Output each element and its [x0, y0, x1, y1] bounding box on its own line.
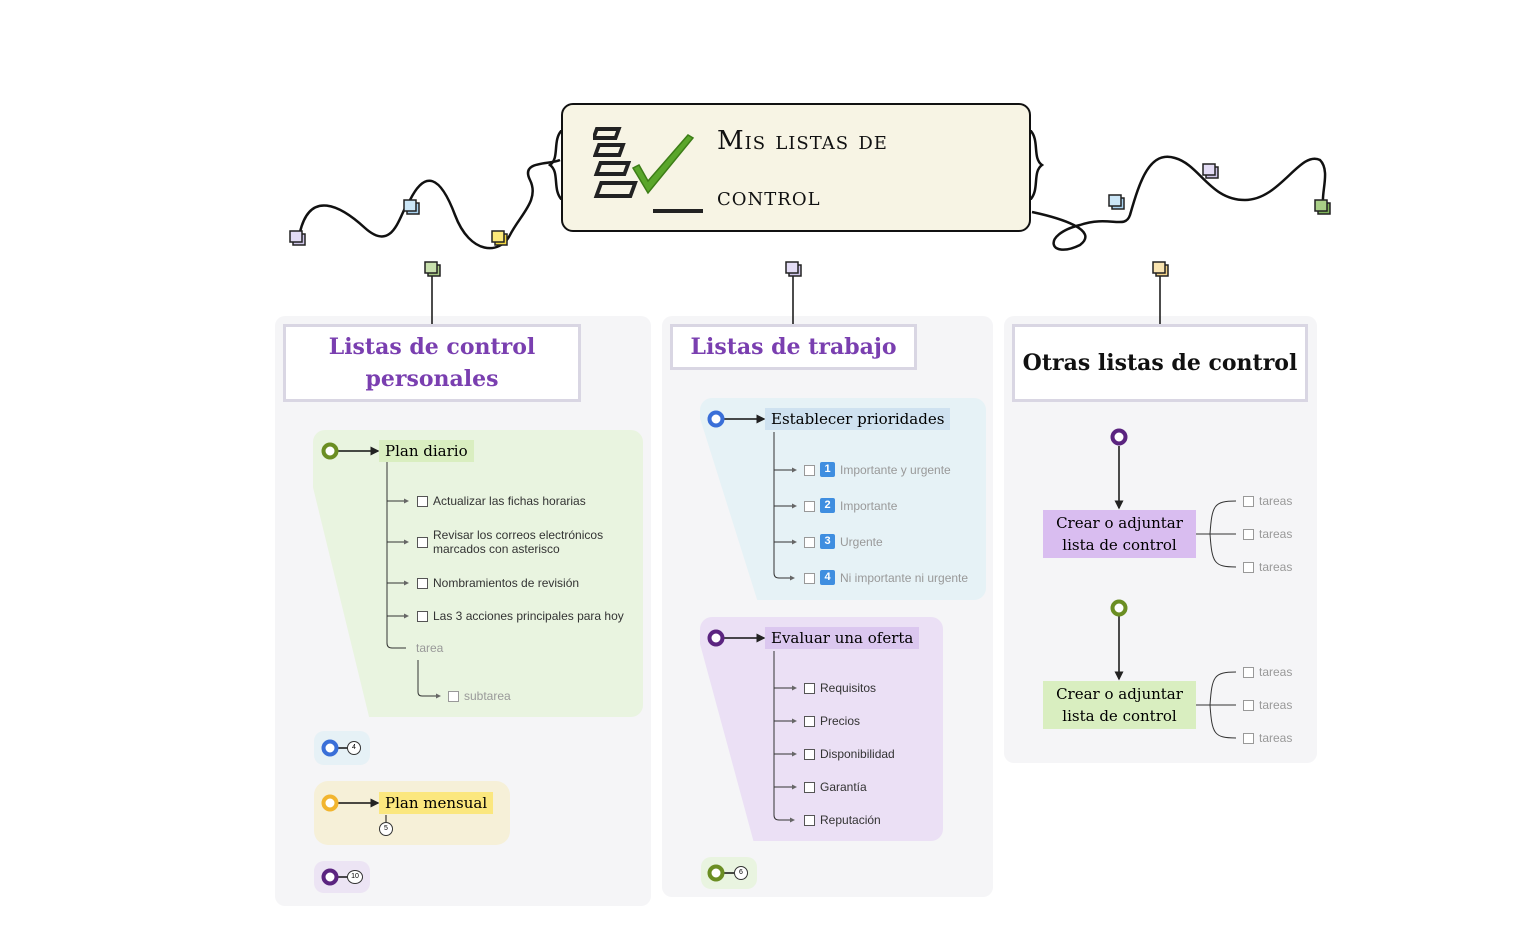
checkbox[interactable] [417, 611, 428, 622]
checkbox[interactable] [804, 537, 815, 548]
task-item[interactable]: tareas [1243, 665, 1292, 679]
node-circle-icon[interactable] [321, 794, 339, 812]
checkbox[interactable] [804, 716, 815, 727]
tag-icon [1202, 163, 1219, 179]
task-item[interactable]: tareas [1243, 560, 1292, 574]
checklist-icon [593, 127, 703, 213]
right-squiggle [1031, 155, 1327, 251]
task-item[interactable]: tareas [1243, 494, 1292, 508]
collapsed-count-badge[interactable]: 5 [379, 822, 393, 836]
checkbox[interactable] [804, 465, 815, 476]
priority-2-icon: 2 [820, 498, 835, 513]
checkbox[interactable] [1243, 562, 1254, 573]
task-item[interactable]: tareas [1243, 698, 1292, 712]
task-item[interactable]: tareas [1243, 527, 1292, 541]
topic-evaluar-oferta[interactable]: Evaluar una oferta [765, 627, 920, 649]
node-circle-icon[interactable] [321, 868, 339, 886]
checkbox[interactable] [448, 691, 459, 702]
task-item[interactable]: Garantía [804, 780, 867, 794]
checkbox[interactable] [804, 815, 815, 826]
checkbox[interactable] [804, 782, 815, 793]
topic-establecer-prioridades[interactable]: Establecer prioridades [765, 408, 951, 430]
collapsed-count-badge[interactable]: 10 [347, 870, 363, 884]
subtask-item[interactable]: subtarea [448, 689, 511, 703]
checkbox[interactable] [417, 496, 428, 507]
node-circle-icon[interactable] [707, 410, 725, 428]
checkbox[interactable] [1243, 700, 1254, 711]
left-squiggle [298, 158, 561, 250]
tag-icon [289, 230, 306, 246]
task-item[interactable]: Disponibilidad [804, 747, 895, 761]
central-title-line-2: control [717, 182, 821, 212]
column-title-personal[interactable]: Listas de control personales [283, 324, 581, 402]
central-topic[interactable]: Mis listas de control [561, 103, 1031, 232]
right-brace [1029, 130, 1044, 200]
node-circle-icon[interactable] [707, 864, 725, 882]
tag-icon [1152, 261, 1169, 277]
collapsed-count-badge[interactable]: 6 [734, 866, 748, 880]
checkbox[interactable] [417, 578, 428, 589]
node-circle-icon[interactable] [1110, 428, 1128, 446]
left-brace [548, 130, 563, 200]
checkbox[interactable] [804, 501, 815, 512]
topic-plan-mensual[interactable]: Plan mensual [379, 792, 494, 814]
checkbox[interactable] [804, 573, 815, 584]
node-circle-icon[interactable] [321, 442, 339, 460]
checkbox[interactable] [1243, 496, 1254, 507]
checkbox[interactable] [1243, 733, 1254, 744]
topic-crear-lista[interactable]: Crear o adjuntar lista de control [1043, 510, 1196, 558]
task-item[interactable]: Revisar los correos electrónicos marcado… [417, 528, 617, 556]
tag-icon [1108, 194, 1125, 210]
task-item[interactable]: Requisitos [804, 681, 876, 695]
tag-icon [403, 199, 420, 215]
priority-4-icon: 4 [820, 570, 835, 585]
tag-icon [424, 261, 441, 277]
tag-icon [1314, 199, 1331, 215]
task-item[interactable]: Reputación [804, 813, 881, 827]
column-title-work[interactable]: Listas de trabajo [670, 324, 917, 370]
topic-plan-diario[interactable]: Plan diario [379, 440, 474, 462]
node-circle-icon[interactable] [1110, 599, 1128, 617]
checkbox[interactable] [804, 749, 815, 760]
task-item[interactable]: Las 3 acciones principales para hoy [417, 609, 624, 623]
checkbox[interactable] [417, 537, 428, 548]
topic-crear-lista[interactable]: Crear o adjuntar lista de control [1043, 681, 1196, 729]
task-item[interactable]: Actualizar las fichas horarias [417, 494, 586, 508]
priority-1-icon: 1 [820, 462, 835, 477]
tag-icon [785, 261, 802, 277]
checkbox[interactable] [1243, 667, 1254, 678]
column-title-other[interactable]: Otras listas de control [1012, 324, 1308, 402]
node-circle-icon[interactable] [707, 629, 725, 647]
checkbox[interactable] [804, 683, 815, 694]
task-placeholder[interactable]: tarea [416, 641, 444, 655]
task-item[interactable]: Precios [804, 714, 860, 728]
task-item[interactable]: Nombramientos de revisión [417, 576, 579, 590]
central-title-line-1: Mis listas de [717, 126, 888, 156]
tag-icon [491, 230, 508, 246]
task-item[interactable]: tareas [1243, 731, 1292, 745]
collapsed-count-badge[interactable]: 4 [347, 741, 361, 755]
node-circle-icon[interactable] [321, 739, 339, 757]
checkbox[interactable] [1243, 529, 1254, 540]
priority-3-icon: 3 [820, 534, 835, 549]
